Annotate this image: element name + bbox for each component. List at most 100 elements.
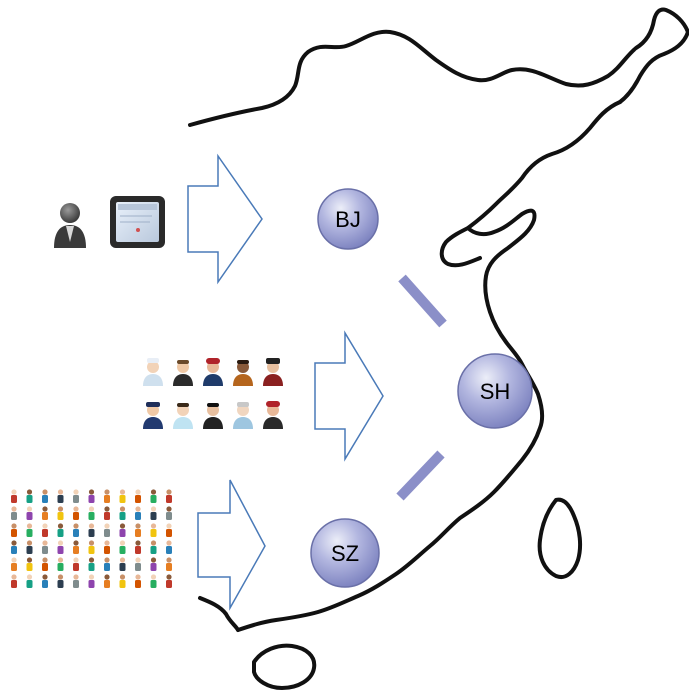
- crowd-figure: [11, 489, 17, 503]
- crowd-figure: [104, 489, 110, 503]
- crowd-figure: [26, 540, 33, 554]
- crowd-figure: [73, 506, 79, 520]
- group-small: [143, 358, 283, 429]
- node-sz-circle: [310, 518, 380, 588]
- group-individual: [54, 196, 165, 248]
- person-icon: [54, 203, 86, 248]
- node-sh: SH: [457, 353, 533, 429]
- crowd-figure: [166, 523, 172, 537]
- avatar: [263, 401, 283, 429]
- crowd-figure: [42, 506, 48, 520]
- crowd-figure: [135, 557, 141, 571]
- node-bj-label: BJ: [335, 207, 361, 232]
- crowd-figure: [88, 489, 95, 503]
- crowd-figure: [150, 489, 157, 503]
- crowd-figure: [42, 557, 48, 571]
- crowd-figure: [119, 489, 126, 503]
- crowd-figure: [73, 489, 79, 503]
- node-sh-circle: [457, 353, 533, 429]
- crowd-figure: [166, 506, 172, 520]
- connector-bj-sh: [398, 274, 447, 328]
- crowd-figure: [42, 574, 48, 588]
- china-map-outline: [188, 7, 689, 690]
- map-peninsula: [439, 226, 482, 268]
- crowd-figure: [57, 574, 64, 588]
- avatar: [233, 402, 253, 429]
- avatar: [143, 402, 163, 429]
- map-east-coast: [236, 100, 622, 632]
- crowd-figure: [119, 506, 126, 520]
- node-sz-label: SZ: [331, 541, 359, 566]
- crowd-figure: [73, 574, 79, 588]
- map-north-border-tail: [618, 30, 689, 104]
- crowd-figure: [135, 540, 141, 554]
- crowd-figure: [73, 523, 79, 537]
- crowd-figure: [42, 540, 48, 554]
- crowd-figure: [135, 506, 141, 520]
- crowd-figure: [150, 557, 157, 571]
- crowd-figure: [57, 557, 64, 571]
- crowd-figure: [119, 557, 126, 571]
- avatar: [203, 358, 223, 386]
- crowd-figure: [42, 523, 48, 537]
- avatar: [173, 403, 193, 429]
- crowd-figure: [166, 557, 172, 571]
- map-coast-detail: [198, 596, 240, 632]
- map-north-border: [188, 7, 689, 127]
- crowd-figure: [11, 540, 17, 554]
- crowd-figure: [26, 523, 33, 537]
- group-crowd: [11, 489, 172, 588]
- crowd-figure: [73, 557, 79, 571]
- crowd-figure: [11, 557, 17, 571]
- node-bj: BJ: [317, 188, 379, 250]
- tablet-icon: [110, 196, 165, 248]
- crowd-figure: [57, 506, 64, 520]
- arrow-to-sz: [197, 479, 266, 611]
- node-bj-circle: [317, 188, 379, 250]
- crowd-figure: [119, 574, 126, 588]
- crowd-figure: [73, 540, 79, 554]
- crowd-figure: [26, 574, 33, 588]
- node-sz: SZ: [310, 518, 380, 588]
- map-taiwan: [537, 497, 583, 579]
- crowd-figure: [104, 574, 110, 588]
- crowd-figure: [119, 523, 126, 537]
- crowd-figure: [135, 523, 141, 537]
- crowd-figure: [57, 540, 64, 554]
- crowd-figure: [57, 523, 64, 537]
- crowd-figure: [42, 489, 48, 503]
- connector-sz-sh: [396, 450, 445, 501]
- crowd-figure: [26, 557, 33, 571]
- crowd-figure: [166, 574, 172, 588]
- crowd-figure: [150, 523, 157, 537]
- crowd-figure: [104, 557, 110, 571]
- crowd-figure: [150, 540, 157, 554]
- crowd-figure: [166, 540, 172, 554]
- avatar: [173, 360, 193, 386]
- crowd-figure: [166, 489, 172, 503]
- avatar: [233, 360, 253, 386]
- crowd-icon: [11, 489, 172, 588]
- crowd-figure: [104, 540, 110, 554]
- crowd-figure: [119, 540, 126, 554]
- avatar: [263, 358, 283, 386]
- map-hainan: [252, 643, 317, 690]
- arrow-to-sh: [314, 330, 384, 462]
- crowd-figure: [57, 489, 64, 503]
- crowd-figure: [88, 557, 95, 571]
- avatar: [203, 403, 223, 429]
- crowd-figure: [150, 506, 157, 520]
- people-group-icon: [143, 358, 283, 429]
- crowd-figure: [135, 489, 141, 503]
- crowd-figure: [104, 523, 110, 537]
- node-sh-label: SH: [480, 379, 511, 404]
- crowd-figure: [11, 523, 17, 537]
- crowd-figure: [150, 574, 157, 588]
- crowd-figure: [26, 489, 33, 503]
- avatar: [143, 358, 163, 386]
- crowd-figure: [26, 506, 33, 520]
- crowd-figure: [104, 506, 110, 520]
- crowd-figure: [11, 574, 17, 588]
- crowd-figure: [88, 506, 95, 520]
